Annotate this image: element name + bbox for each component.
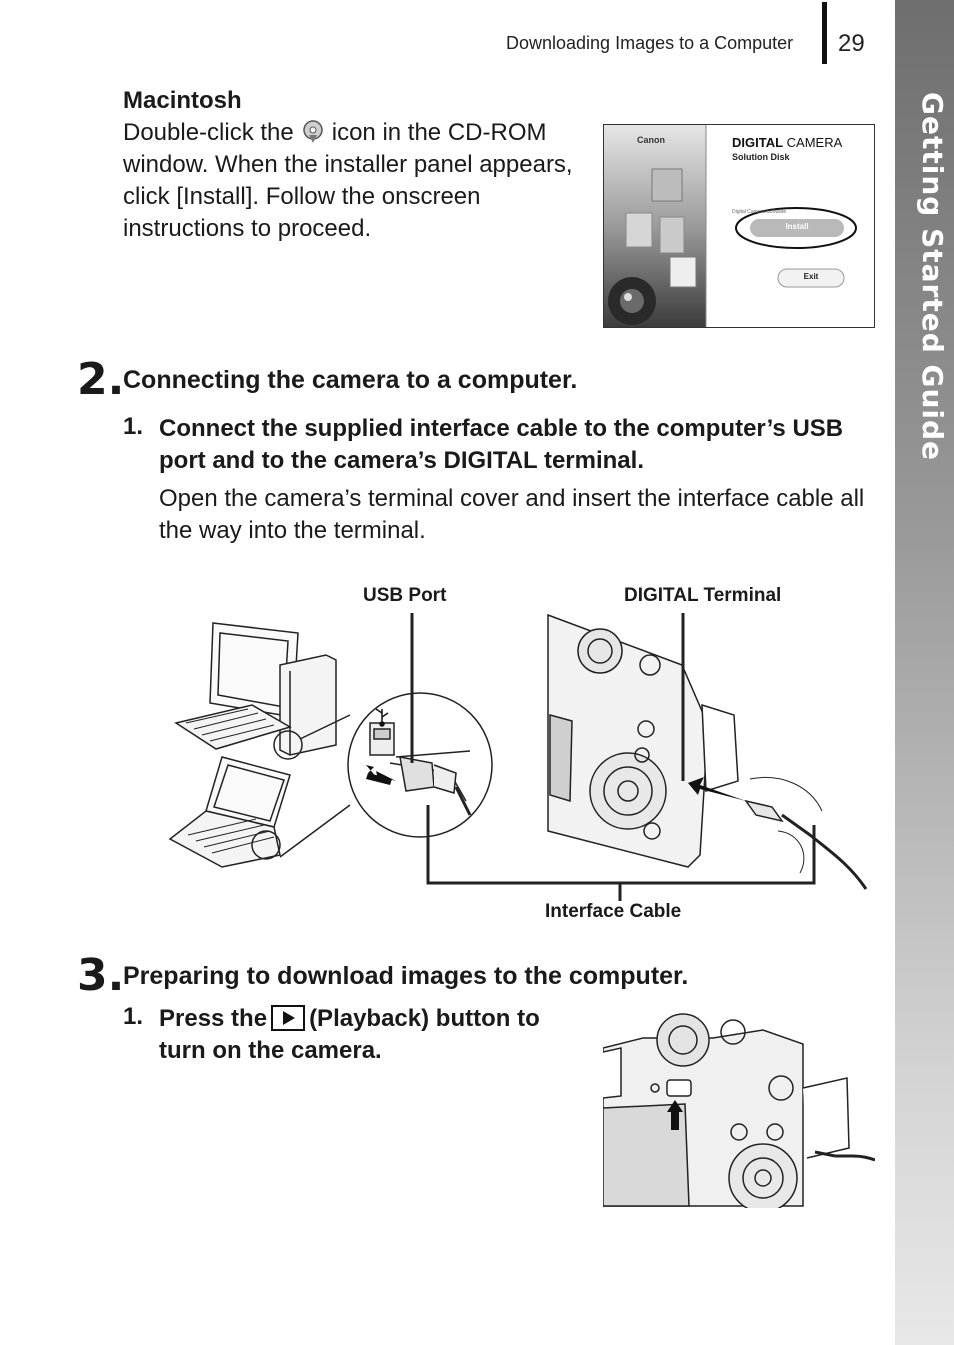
step-3-substep-text: Press the(Playback) button to turn on th… [159, 1003, 589, 1067]
side-tab-label: Getting Started Guide [916, 92, 949, 462]
page-number: 29 [838, 30, 865, 57]
exit-button[interactable]: Exit [803, 272, 819, 281]
installer-subtitle: Solution Disk [732, 152, 790, 162]
digital-terminal-label: DIGITAL Terminal [624, 585, 782, 606]
macintosh-text-after-icon: icon in the CD-ROM window. When the inst… [123, 119, 573, 242]
side-tab: Getting Started Guide [895, 0, 954, 1345]
step-3-text-after-icon: (Playback) button to turn on the camera. [159, 1005, 540, 1064]
step-2-substep-number: 1. [123, 413, 144, 440]
step-3-substep-number: 1. [123, 1003, 144, 1030]
installer-screenshot: Canon DIGITAL CAMERA Solution Disk Digit… [603, 124, 875, 328]
camera-playback-image [603, 1008, 875, 1208]
installer-product-bold: DIGITAL [732, 135, 784, 150]
installer-small-label: Digital Camera Software [732, 209, 787, 215]
step-2-body: Open the camera’s terminal cover and ins… [159, 485, 865, 544]
playback-icon [271, 1005, 306, 1031]
running-head: Downloading Images to a Computer [506, 33, 794, 53]
connection-illustration [168, 613, 868, 901]
header-rule [822, 2, 827, 64]
step-3-number: 3. [77, 950, 125, 1001]
usb-icon [375, 708, 389, 727]
step-2-title: Connecting the camera to a computer. [123, 366, 578, 394]
step-2-number: 2. [77, 354, 125, 405]
installer-product-rest: CAMERA [786, 135, 843, 150]
step-3-text-before-icon: Press the [159, 1005, 268, 1032]
step-3-title: Preparing to download images to the comp… [123, 962, 689, 990]
usb-port-label: USB Port [363, 585, 447, 606]
cd-installer-icon [300, 119, 326, 145]
installer-brand: Canon [637, 135, 665, 145]
macintosh-heading: Macintosh [123, 87, 242, 114]
step-2-substep-text: Connect the supplied interface cable to … [159, 415, 844, 474]
interface-cable-label: Interface Cable [545, 901, 682, 922]
macintosh-text-before-icon: Double-click the [123, 119, 294, 146]
installer-product: DIGITAL CAMERA [732, 135, 842, 150]
install-button[interactable]: Install [785, 222, 809, 231]
